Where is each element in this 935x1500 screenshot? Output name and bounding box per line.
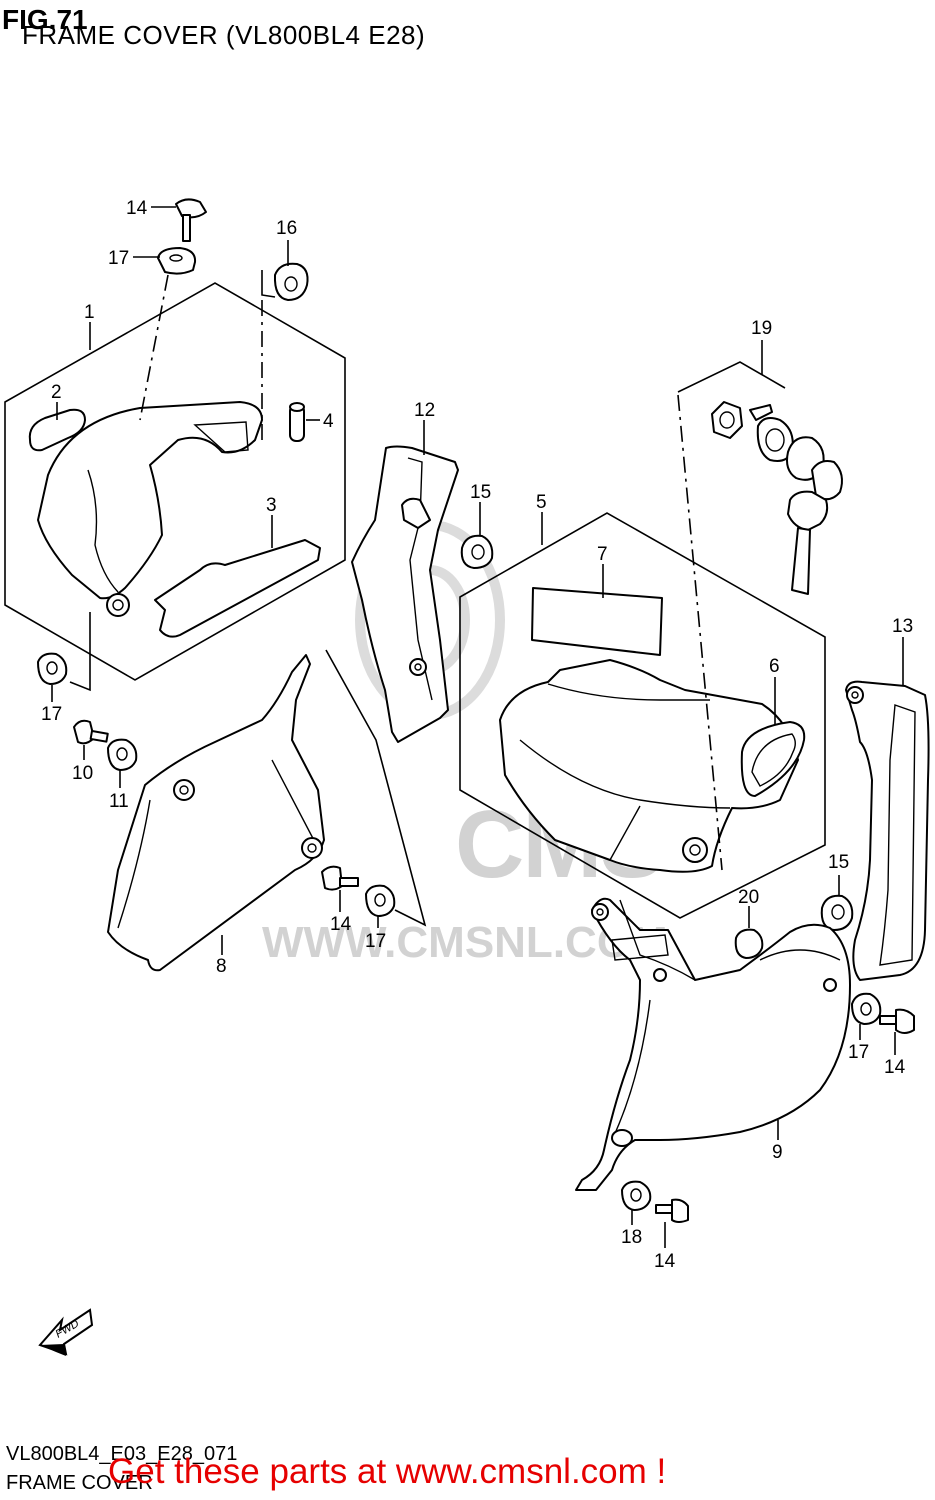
part-15-grommet-right [820, 894, 854, 931]
callout-20: 20 [738, 887, 759, 908]
callout-4: 4 [323, 411, 334, 432]
callout-5: 5 [536, 492, 547, 513]
callout-11: 11 [109, 791, 129, 812]
part-17-cushion-center [365, 884, 396, 917]
callout-14-right: 14 [884, 1057, 906, 1078]
callout-13: 13 [892, 616, 913, 637]
callout-3: 3 [266, 495, 277, 516]
part-10-bolt [73, 719, 109, 745]
part-17-cushion-right [851, 992, 882, 1025]
part-12-bracket [351, 445, 459, 743]
part-17-cushion-top [157, 247, 197, 275]
callout-17-right: 17 [848, 1042, 869, 1063]
callout-16: 16 [276, 218, 297, 239]
leader-lines [51, 206, 904, 1248]
part-17-cushion-left [37, 652, 68, 685]
part-7-label [531, 587, 663, 656]
callout-labels: 14 17 16 1 2 4 3 12 15 5 7 19 6 13 17 10… [41, 198, 913, 1272]
part-16-grommet [273, 262, 309, 301]
part-14-bolt-right [879, 1008, 915, 1034]
callout-2: 2 [51, 382, 62, 403]
part-9-lower-cover [575, 897, 851, 1191]
part-6-emblem [740, 721, 806, 797]
part-14-bolt-lower-left [321, 865, 359, 891]
callout-9: 9 [772, 1142, 783, 1163]
callout-14-top: 14 [126, 198, 148, 219]
callout-15-center: 15 [470, 482, 491, 503]
fwd-direction-arrow: FWD [38, 1308, 94, 1356]
part-11-nut [107, 738, 138, 771]
part-14-screw-top [175, 198, 207, 242]
callout-10: 10 [72, 763, 93, 784]
figure-title: FRAME COVER (VL800BL4 E28) [22, 20, 426, 50]
part-18-cushion [621, 1180, 652, 1211]
part-14-bolt-bottom [655, 1198, 689, 1223]
callout-19: 19 [751, 318, 772, 339]
section-name: FRAME COVER [6, 1472, 153, 1494]
part-20-grommet [734, 928, 764, 959]
callout-6: 6 [769, 656, 780, 677]
diagram-code: VL800BL4_E03_E28_071 [6, 1443, 238, 1465]
part-2-pad [28, 408, 86, 452]
callout-17-center: 17 [365, 931, 386, 952]
callout-1: 1 [84, 302, 95, 323]
callout-18: 18 [621, 1227, 642, 1248]
group-box-5 [459, 512, 826, 919]
callout-15-right: 15 [828, 852, 849, 873]
part-15-grommet-center [460, 534, 494, 569]
callout-8: 8 [216, 956, 227, 977]
part-19-lock-set [711, 401, 843, 595]
figure-number: FIG.71 [2, 4, 88, 35]
part-5-frame-cover [499, 659, 799, 873]
callout-17-left: 17 [41, 704, 62, 725]
callout-14-lower-left: 14 [330, 914, 352, 935]
promo-link[interactable]: Get these parts at www.cmsnl.com ! [108, 1452, 667, 1491]
group-box-1 [4, 282, 346, 681]
part-3-plate [154, 539, 321, 638]
callout-14-bottom: 14 [654, 1251, 676, 1272]
part-13-bracket [845, 680, 930, 981]
part-8-lower-cover [107, 654, 325, 972]
callout-12: 12 [414, 400, 435, 421]
callout-17-top: 17 [108, 248, 129, 269]
part-1-frame-cover [37, 401, 263, 600]
callout-7: 7 [597, 544, 608, 565]
